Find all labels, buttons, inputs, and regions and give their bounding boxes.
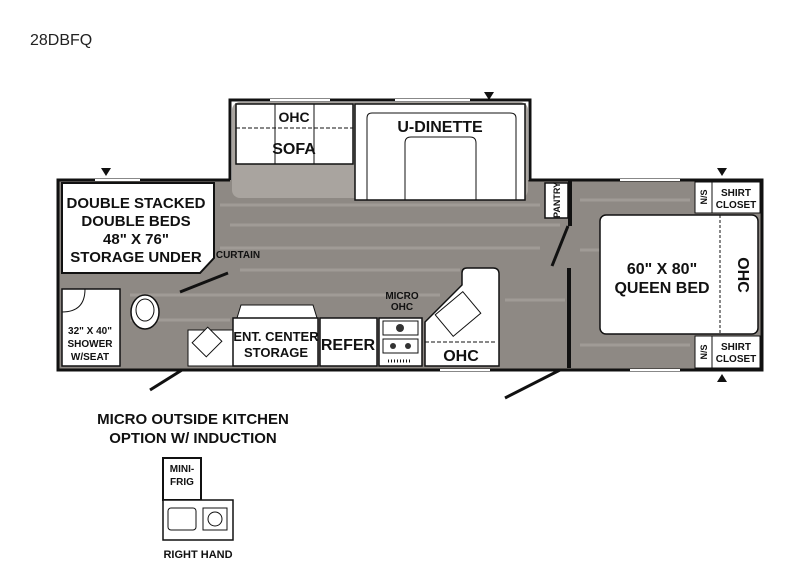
- shower: 32" X 40" SHOWER W/SEAT: [61, 288, 121, 367]
- wood-grain: [130, 198, 690, 347]
- closet-top: N/S SHIRT CLOSET: [694, 181, 761, 214]
- outside-kitchen: MINI- FRIG: [162, 457, 234, 541]
- sofa-label: SOFA: [272, 141, 316, 158]
- toilet-icon: [130, 294, 160, 330]
- windows: [95, 99, 680, 371]
- model-title: 28DBFQ: [30, 32, 93, 49]
- option-title: OPTION W/ INDUCTION: [109, 430, 277, 447]
- mini-frig-label: MINI-: [170, 464, 194, 475]
- closet-bottom: N/S SHIRT CLOSET: [694, 335, 761, 369]
- ohc-label: OHC: [278, 109, 309, 125]
- dinette-label: U-DINETTE: [397, 119, 483, 136]
- bunk-beds: DOUBLE STACKED DOUBLE BEDS 48" X 76" STO…: [61, 182, 215, 274]
- bed-ohc-label: OHC: [734, 257, 751, 293]
- exterior-markers: [101, 92, 727, 382]
- entertainment-center: ENT. CENTER STORAGE: [232, 304, 319, 367]
- nightstand-label: N/S: [699, 344, 709, 359]
- nightstand-label: N/S: [699, 189, 709, 204]
- closet-label: CLOSET: [716, 200, 757, 211]
- closet-label: SHIRT: [721, 188, 751, 199]
- bunk-line: DOUBLE STACKED: [67, 195, 206, 212]
- queen-bed: 60" X 80" QUEEN BED OHC: [599, 214, 759, 335]
- pantry-label: PANTRY: [552, 182, 562, 218]
- ent-center-line: ENT. CENTER: [233, 329, 319, 344]
- u-dinette: U-DINETTE: [354, 103, 526, 201]
- bed-line: 60" X 80": [627, 261, 697, 278]
- ent-center-line: STORAGE: [244, 345, 308, 360]
- kitchen-sink-icon: [434, 291, 482, 337]
- induction-burner-icon: [207, 511, 223, 527]
- bedroom-door: [550, 225, 570, 267]
- right-hand-label: RIGHT HAND: [163, 549, 232, 561]
- kitchen-counter: OHC: [424, 267, 500, 367]
- option-title: MICRO OUTSIDE KITCHEN: [97, 411, 289, 428]
- outdoor-sink-icon: [167, 507, 197, 531]
- bunk-line: 48" X 76": [103, 231, 169, 248]
- pantry: PANTRY: [544, 182, 569, 219]
- bath-sink-icon: [187, 326, 237, 367]
- sofa: OHC SOFA: [235, 103, 354, 165]
- shower-line: SHOWER: [68, 339, 114, 350]
- closet-label: SHIRT: [721, 342, 751, 353]
- micro-label: MICRO: [385, 291, 419, 302]
- bed-line: QUEEN BED: [614, 280, 709, 297]
- micro-label: OHC: [391, 302, 413, 313]
- stove-icon: [378, 317, 423, 367]
- curtain: [179, 271, 229, 294]
- refrigerator: REFER: [319, 317, 378, 367]
- bunk-line: DOUBLE BEDS: [81, 213, 190, 230]
- refer-label: REFER: [321, 337, 376, 354]
- bunk-line: STORAGE UNDER: [70, 249, 202, 266]
- shower-line: W/SEAT: [71, 352, 109, 363]
- closet-label: CLOSET: [716, 354, 757, 365]
- mini-frig-label: FRIG: [170, 477, 194, 488]
- shower-line: 32" X 40": [68, 326, 112, 337]
- entry-door: [504, 368, 561, 400]
- door-left: [149, 368, 183, 392]
- curtain-label: CURTAIN: [216, 250, 260, 261]
- kitchen-ohc-label: OHC: [443, 348, 479, 365]
